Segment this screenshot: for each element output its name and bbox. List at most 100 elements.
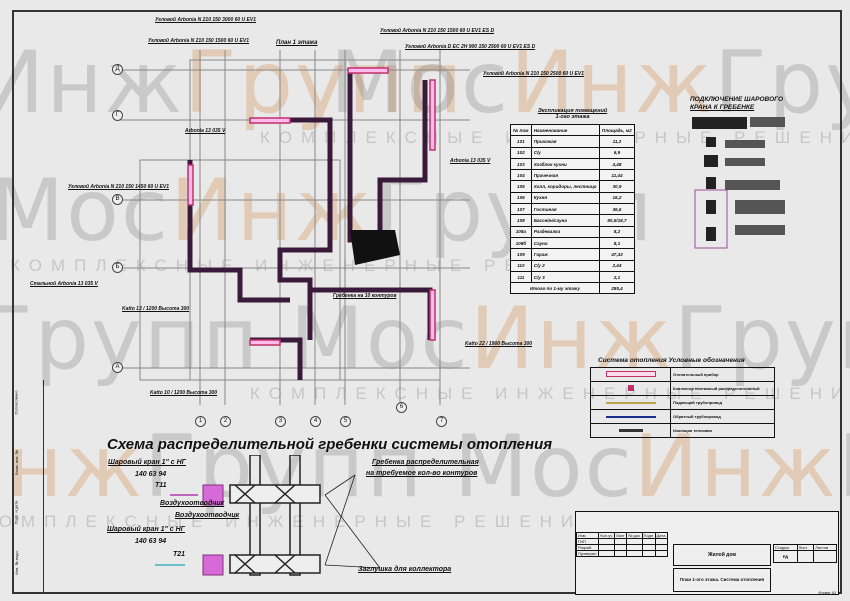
legend-item: Изоляция тепловая: [590, 423, 775, 438]
room-number: 104: [510, 169, 532, 182]
air-vent-label: Воздухоотводчик: [160, 500, 225, 507]
watermark-tagline: КОМПЛЕКСНЫЕ ИНЖЕНЕРНЫЕ РЕШЕНИЯ: [10, 256, 634, 275]
column-header: № пом: [510, 123, 532, 137]
room-area: 8,2: [598, 225, 636, 238]
radiator-label: Arbonia 13 035 V: [185, 128, 226, 134]
radiator-label: Katto 13 / 1200 Высота 300: [122, 306, 190, 312]
room-number: 108а: [510, 225, 532, 238]
radiator-symbol-icon: [605, 371, 656, 377]
connection-detail-drawing: [692, 117, 785, 249]
axis-marker: 1: [195, 416, 206, 427]
room-name: Кухня: [530, 191, 600, 205]
axis-marker: 7: [436, 416, 447, 427]
manifold-comb-label: Гребенка распределительная: [372, 459, 479, 466]
room-name: Гараж: [530, 248, 600, 261]
room-number: 109: [510, 248, 532, 261]
format-label: Формат А3: [818, 591, 836, 595]
room-name: Холл, коридоры, лестница: [530, 180, 600, 193]
watermark: ИнжГрупп: [0, 33, 465, 133]
table-header-row: № пом Наименование Площадь, м2: [510, 123, 636, 137]
room-number: 111: [510, 270, 532, 284]
column-header: Наименование: [530, 123, 600, 137]
floor-plan: [120, 50, 470, 405]
explication-title-text: Экспликация помещений: [537, 108, 608, 114]
revision-column-header: Лист: [613, 532, 628, 539]
drawing-frame: [12, 10, 842, 594]
stamp-field: Инв. № подл.: [13, 550, 19, 575]
stamp-field: Согласовано: [13, 390, 19, 415]
explication-subtitle: 1-ого этажа: [555, 114, 590, 120]
room-area: 2,44: [598, 259, 636, 272]
axis-marker: Д: [112, 64, 123, 75]
room-number: 110: [510, 259, 532, 272]
room-area: 11,2: [598, 135, 636, 148]
legend-item: Отопительный прибор: [590, 367, 775, 382]
axis-marker: 3: [275, 416, 286, 427]
room-name: Гостиная: [530, 203, 600, 216]
revision-column-header: № док: [626, 532, 643, 539]
valve-code: 140 63 94: [135, 538, 167, 545]
stamp-field: Взам. инв. №: [13, 450, 19, 475]
room-name: Раздевалка: [530, 225, 600, 238]
room-number: 108б: [510, 236, 532, 250]
room-number: 102: [510, 146, 532, 159]
manifold-comb-label: на требуемое кол-во контуров: [366, 470, 478, 477]
watermark-tagline: КОМПЛЕКСНЫЕ ИНЖЕНЕРНЫЕ РЕШЕНИЯ: [0, 512, 604, 531]
role-label: Проверил: [575, 550, 600, 557]
axis-marker: Г: [112, 110, 123, 121]
connection-title: ПОДКЛЮЧЕНИЕ ШАРОВОГО КРАНА К ГРЕБЕНКЕ: [690, 96, 783, 112]
axis-marker: 6: [396, 402, 407, 413]
insulation-icon: [618, 429, 643, 432]
axis-marker: А: [112, 362, 123, 373]
legend-label: Подающий трубопровод: [670, 395, 775, 410]
manifold-symbol-icon: [627, 385, 634, 391]
room-number: 107: [510, 203, 532, 216]
room-name: Прачечная: [530, 169, 600, 182]
radiator-label: Стальной Arbonia 13 035 V: [30, 281, 98, 287]
room-name: Хозблок кухни: [530, 157, 600, 171]
room-area: 16,2: [598, 191, 636, 205]
connection-title-line: ПОДКЛЮЧЕНИЕ ШАРОВОГО: [690, 96, 784, 103]
legend-label: Изоляция тепловая: [670, 423, 775, 438]
room-area: 11,44: [598, 169, 636, 182]
valve-code: 140 63 94: [135, 471, 167, 478]
radiator-label: Katto 10 / 1200 Высота 300: [150, 390, 218, 396]
axis-marker: 4: [310, 416, 321, 427]
radiator-label: Угловой Arbonia N 210 150 1450 60 U EV1: [68, 184, 170, 190]
object-name: Жилой дом: [673, 544, 771, 566]
radiator-label: Угловой Arbonia N 210 150 1500 60 U EV1: [148, 38, 250, 44]
total-label: Итого по 1-му этажу: [510, 282, 600, 295]
axis-marker: В: [112, 194, 123, 205]
supply-pipe-icon: [605, 402, 656, 404]
explication-title: Экспликация помещений 1-ого этажа: [510, 108, 635, 120]
legend-title: Система отопления Условные обозначения: [598, 357, 745, 364]
room-name: Сауна: [530, 236, 600, 250]
revision-column-header: Кол.уч: [598, 532, 615, 539]
supply-label: Т11: [155, 482, 167, 489]
column-header: Площадь, м2: [598, 123, 636, 137]
plug-label: Заглушка для коллектора: [358, 566, 452, 573]
return-label: Т21: [173, 551, 186, 558]
room-area: 8,1: [598, 236, 636, 250]
total-value: 285,4: [598, 282, 636, 295]
return-pipe-icon: [605, 416, 656, 418]
room-area: 4,48: [598, 157, 636, 171]
axis-marker: 2: [220, 416, 231, 427]
manifold-drawing: [155, 455, 381, 576]
legend-label: Отопительный прибор: [670, 367, 775, 382]
